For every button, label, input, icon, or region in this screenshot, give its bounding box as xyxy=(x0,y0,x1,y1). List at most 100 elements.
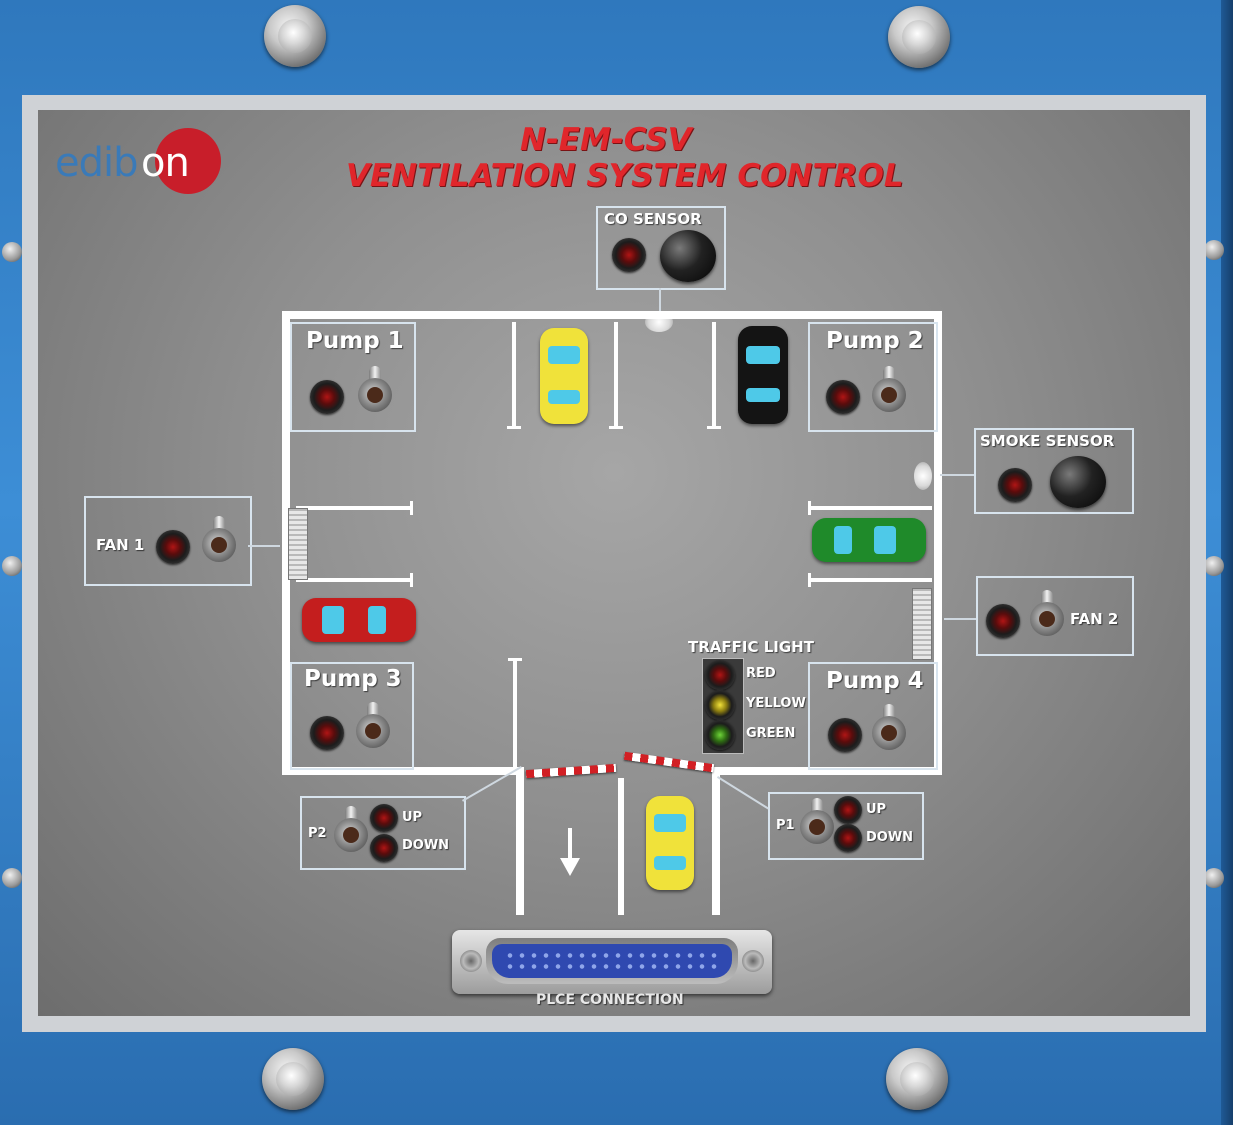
stall-line xyxy=(810,578,932,582)
barrier-p1-up-lamp xyxy=(834,796,862,824)
smoke-sensor-line xyxy=(940,474,974,476)
traffic-yellow-lamp xyxy=(705,690,735,720)
smoke-sensor-box xyxy=(974,428,1134,514)
exit-lane-left xyxy=(516,767,524,915)
barrier-p2-down-lamp xyxy=(370,834,398,862)
barrier-p2-switch[interactable] xyxy=(334,806,368,852)
traffic-green-lamp xyxy=(705,720,735,750)
garage-wall-bottom-left xyxy=(282,767,520,775)
stall-line xyxy=(296,506,412,510)
car-icon xyxy=(738,326,788,424)
db25-connector-icon[interactable] xyxy=(452,930,772,994)
stall-line xyxy=(507,426,521,429)
screw-icon xyxy=(264,5,326,67)
pump3-switch[interactable] xyxy=(356,702,390,748)
barrier-p1-label: P1 xyxy=(776,818,795,833)
barrier-p2-box xyxy=(300,796,466,870)
pump3-box xyxy=(290,662,414,770)
fan2-switch[interactable] xyxy=(1030,590,1064,636)
barrier-p1-down-lamp xyxy=(834,824,862,852)
pump4-label: Pump 4 xyxy=(826,668,924,694)
fan2-label: FAN 2 xyxy=(1070,610,1119,628)
pump2-lamp xyxy=(826,380,860,414)
traffic-red-lamp xyxy=(705,660,735,690)
pump1-switch[interactable] xyxy=(358,366,392,412)
barrier-p1-box xyxy=(768,792,924,860)
exit-lane-mid xyxy=(618,778,624,915)
stall-line xyxy=(707,426,721,429)
car-icon xyxy=(540,328,588,424)
stall-line xyxy=(513,660,517,768)
frame-edge xyxy=(1221,0,1233,1125)
screw-icon xyxy=(2,242,22,262)
stall-line xyxy=(512,322,516,428)
smoke-sensor-label: SMOKE SENSOR xyxy=(980,432,1115,450)
car-icon xyxy=(812,518,926,562)
pump3-label: Pump 3 xyxy=(304,666,402,692)
barrier-p1-down-label: DOWN xyxy=(866,830,914,845)
fan-vent-icon xyxy=(288,508,308,580)
co-sensor-label: CO SENSOR xyxy=(604,210,702,228)
stall-line xyxy=(614,322,618,428)
barrier-p2-up-lamp xyxy=(370,804,398,832)
screw-icon xyxy=(2,556,22,576)
down-arrow-icon xyxy=(560,828,580,876)
pump1-label: Pump 1 xyxy=(306,328,404,354)
pump3-lamp xyxy=(310,716,344,750)
fan1-line xyxy=(248,545,280,547)
smoke-sensor-lamp xyxy=(998,468,1032,502)
fan1-lamp xyxy=(156,530,190,564)
fan-vent-icon xyxy=(912,588,932,660)
stall-line xyxy=(808,501,811,515)
screw-icon xyxy=(1204,556,1224,576)
plce-connection-label: PLCE CONNECTION xyxy=(536,992,684,1008)
garage-wall-right xyxy=(934,311,942,775)
co-sensor-line xyxy=(659,288,661,318)
fan1-label: FAN 1 xyxy=(96,536,145,554)
garage-wall-bottom-right xyxy=(712,767,942,775)
screw-icon xyxy=(888,6,950,68)
fan2-lamp xyxy=(986,604,1020,638)
stall-line xyxy=(296,578,412,582)
pump4-switch[interactable] xyxy=(872,704,906,750)
car-icon xyxy=(302,598,416,642)
pump1-box xyxy=(290,322,416,432)
car-icon xyxy=(646,796,694,890)
barrier-p2-down-label: DOWN xyxy=(402,838,450,853)
screw-icon xyxy=(2,868,22,888)
logo-prefix: edib xyxy=(55,140,139,186)
garage-wall-left xyxy=(282,311,290,775)
smoke-sensor-head xyxy=(914,462,932,490)
stall-line xyxy=(508,658,522,661)
screw-icon xyxy=(1204,240,1224,260)
co-sensor-knob[interactable] xyxy=(660,230,716,282)
barrier-p2-label: P2 xyxy=(308,826,327,841)
pump4-lamp xyxy=(828,718,862,752)
fan2-box xyxy=(976,576,1134,656)
logo-circle xyxy=(155,128,221,194)
pump4-box xyxy=(808,662,938,770)
logo-suffix: on xyxy=(141,140,190,186)
pump2-switch[interactable] xyxy=(872,366,906,412)
stall-line xyxy=(609,426,623,429)
screw-icon xyxy=(886,1048,948,1110)
exit-lane-right xyxy=(712,767,720,915)
smoke-sensor-knob[interactable] xyxy=(1050,456,1106,508)
model-title: N-EM-CSV xyxy=(520,122,692,158)
stall-line xyxy=(410,573,413,587)
traffic-yellow-label: YELLOW xyxy=(746,696,806,711)
barrier-p2-up-label: UP xyxy=(402,810,423,825)
edibon-logo: edib on xyxy=(55,128,225,200)
system-title: VENTILATION SYSTEM CONTROL xyxy=(346,158,904,194)
fan1-switch[interactable] xyxy=(202,516,236,562)
co-sensor-box xyxy=(596,206,726,290)
stall-line xyxy=(712,322,716,428)
pump1-lamp xyxy=(310,380,344,414)
pump2-label: Pump 2 xyxy=(826,328,924,354)
co-sensor-lamp xyxy=(612,238,646,272)
fan2-line xyxy=(944,618,976,620)
fan1-box xyxy=(84,496,252,586)
barrier-p1-switch[interactable] xyxy=(800,798,834,844)
barrier-p1-up-label: UP xyxy=(866,802,887,817)
pump2-box xyxy=(808,322,938,432)
